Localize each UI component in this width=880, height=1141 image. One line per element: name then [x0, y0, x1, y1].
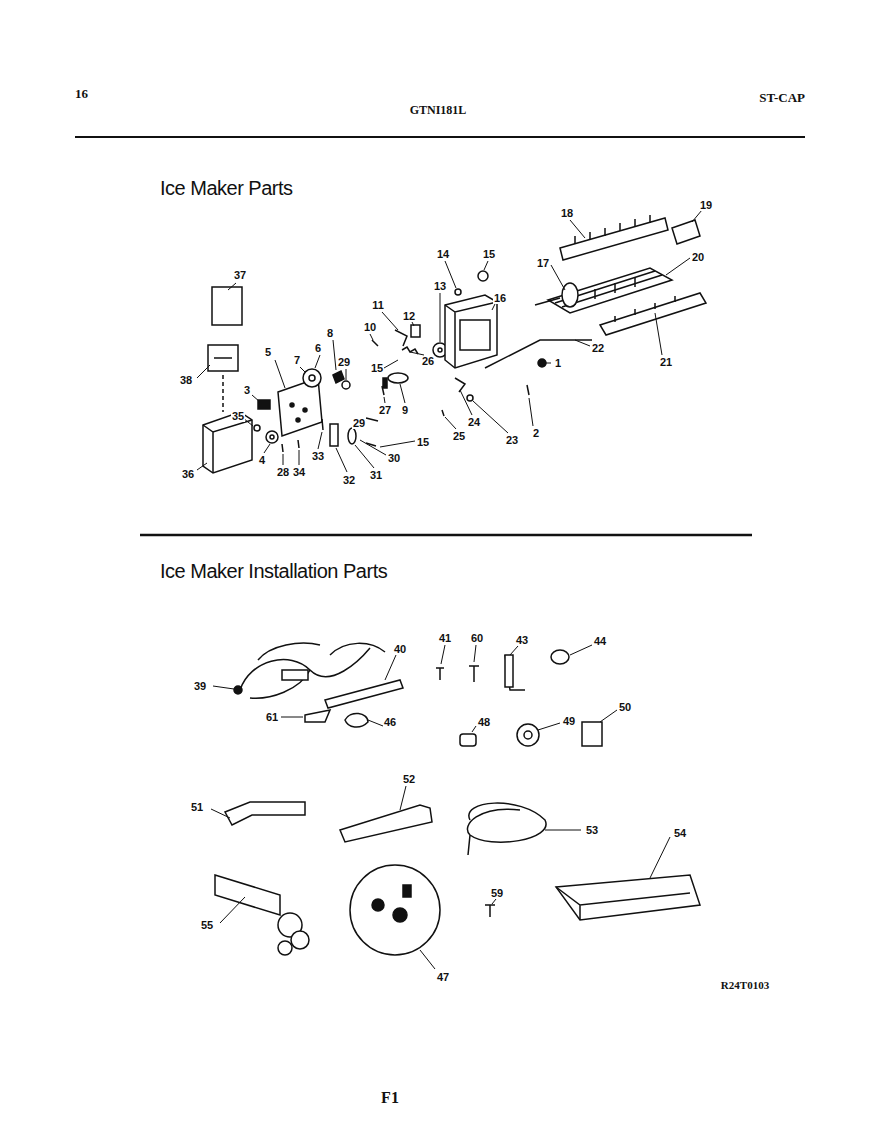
callout-number: 37	[233, 270, 247, 281]
callout-number: 10	[363, 322, 377, 333]
callout-number: 39	[193, 681, 207, 692]
callout-number: 38	[179, 375, 193, 386]
callout-number: 32	[342, 475, 356, 486]
callout-number: 14	[436, 249, 450, 260]
callout-number: 26	[421, 356, 435, 367]
callout-number: 48	[477, 717, 491, 728]
callout-number: 28	[276, 467, 290, 478]
callout-number: 41	[438, 633, 452, 644]
callout-number: 15	[482, 249, 496, 260]
callout-number: 30	[387, 453, 401, 464]
callout-number: 18	[560, 208, 574, 219]
callout-number: 22	[591, 343, 605, 354]
callout-number: 59	[490, 888, 504, 899]
section-heading: Ice Maker Parts	[160, 178, 293, 198]
callout-number: 27	[378, 405, 392, 416]
page-number: 16	[75, 87, 88, 100]
callout-number: 25	[452, 431, 466, 442]
callout-number: 6	[314, 343, 322, 354]
callout-number: 15	[416, 437, 430, 448]
callout-number: 9	[401, 405, 409, 416]
callout-number: 34	[292, 467, 306, 478]
callout-number: 54	[673, 828, 687, 839]
callout-number: 24	[467, 417, 481, 428]
callout-number: 3	[243, 385, 251, 396]
callout-number: 49	[562, 716, 576, 727]
callout-number: 51	[190, 802, 204, 813]
section-heading: Ice Maker Installation Parts	[160, 561, 387, 581]
callout-number: 47	[436, 972, 450, 983]
callout-number: 21	[659, 357, 673, 368]
callout-number: 52	[402, 774, 416, 785]
callout-number: 1	[554, 358, 562, 369]
catalog-code: ST-CAP	[759, 91, 805, 104]
callout-number: 12	[402, 311, 416, 322]
callout-number: 31	[369, 470, 383, 481]
callout-number: 4	[258, 455, 266, 466]
callout-number: 16	[493, 293, 507, 304]
callout-number: 2	[532, 428, 540, 439]
callout-number: 20	[691, 252, 705, 263]
drawing-code: R24T0103	[721, 980, 769, 991]
callout-number: 11	[371, 300, 385, 311]
callout-number: 50	[618, 702, 632, 713]
callout-number: 33	[311, 451, 325, 462]
callout-number: 29	[337, 357, 351, 368]
callout-number: 55	[200, 920, 214, 931]
footer-code: F1	[381, 1090, 399, 1106]
callout-number: 13	[433, 281, 447, 292]
callout-number: 36	[181, 469, 195, 480]
callout-number: 35	[231, 411, 245, 422]
callout-number: 43	[515, 635, 529, 646]
callout-number: 15	[370, 363, 384, 374]
callout-number: 8	[326, 328, 334, 339]
callout-number: 7	[293, 355, 301, 366]
callout-number: 46	[383, 717, 397, 728]
callout-number: 40	[393, 644, 407, 655]
callout-number: 53	[585, 825, 599, 836]
callout-number: 60	[470, 633, 484, 644]
callout-number: 44	[593, 636, 607, 647]
callout-number: 17	[536, 258, 550, 269]
callout-number: 23	[505, 435, 519, 446]
callout-number: 19	[699, 200, 713, 211]
callout-number: 29	[352, 418, 366, 429]
model-number: GTNI181L	[410, 104, 467, 116]
callout-number: 61	[265, 712, 279, 723]
callout-number: 5	[264, 347, 272, 358]
